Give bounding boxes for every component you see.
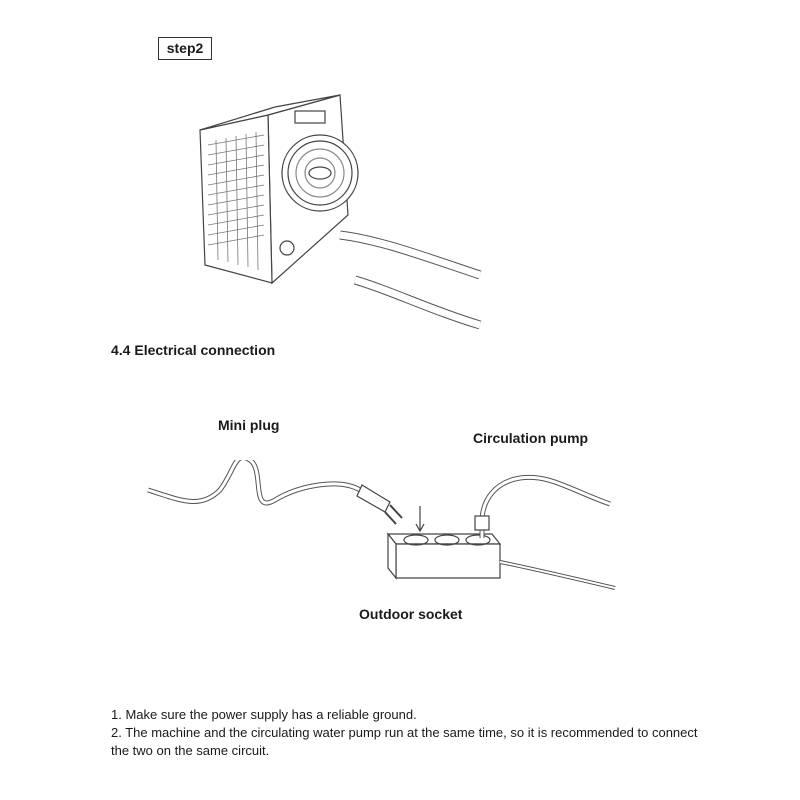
circulation-pump-label: Circulation pump [473, 430, 589, 446]
electrical-connection-illustration [140, 460, 620, 600]
outdoor-socket-label: Outdoor socket [359, 606, 463, 622]
mini-plug-label: Mini plug [218, 417, 280, 433]
note-2: 2. The machine and the circulating water… [111, 725, 698, 758]
heat-pump-illustration [180, 85, 520, 335]
section-heading: 4.4 Electrical connection [111, 342, 276, 358]
step-label: step2 [158, 37, 212, 60]
note-1: 1. Make sure the power supply has a reli… [111, 707, 417, 722]
notes: 1. Make sure the power supply has a reli… [111, 706, 711, 760]
